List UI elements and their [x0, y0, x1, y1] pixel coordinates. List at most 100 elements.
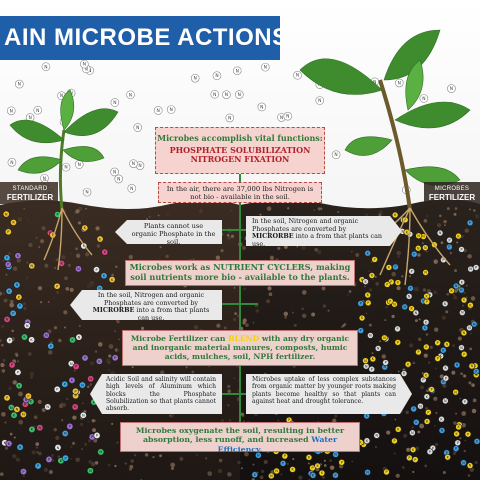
soil-particle — [440, 241, 444, 245]
atom-letter: P — [56, 213, 58, 217]
atom-circle — [423, 393, 431, 400]
left-label-plate — [0, 182, 58, 204]
vital-functions-box: Microbes accomplish vital functions: PHO… — [155, 127, 325, 174]
soil-particle — [87, 421, 89, 423]
atom-letter: N — [280, 115, 283, 121]
atom-letter: P — [27, 394, 29, 398]
soil-conversion-left-box: In the soil, Nitrogen and organic Phosph… — [70, 290, 222, 320]
soil-particle — [269, 255, 275, 260]
atom-circle — [407, 285, 414, 292]
soil-particle — [449, 252, 452, 255]
connector-line — [222, 393, 258, 395]
soil-particle — [67, 263, 71, 267]
atom-letter: N — [43, 176, 46, 182]
atom-letter: K — [426, 420, 429, 424]
atom-letter: P — [409, 286, 411, 290]
atom-letter: K — [84, 226, 87, 230]
atom-letter: K — [98, 360, 101, 364]
atom-letter: K — [366, 439, 369, 443]
soil-particle — [457, 336, 462, 341]
blend-box: Microbe Fertilizer can BLEND with any dr… — [122, 330, 358, 366]
soil-particle — [38, 246, 41, 249]
atom-circle — [6, 106, 16, 116]
soil-particle — [16, 360, 19, 363]
soil-particle — [26, 261, 29, 264]
soil-particle — [255, 309, 260, 313]
atom-circle — [309, 472, 317, 479]
atom-circle — [441, 300, 449, 308]
atom-circle — [385, 264, 393, 271]
soil-particle — [124, 462, 127, 465]
soil-particle — [64, 326, 67, 329]
soil-particle — [8, 252, 12, 255]
soil-particle — [475, 214, 480, 219]
soil-particle — [165, 211, 171, 217]
atom-circle — [101, 248, 109, 256]
atom-letter: K — [366, 414, 369, 418]
right-label-plate — [424, 182, 480, 204]
soil-particle — [386, 430, 391, 435]
atom-circle — [87, 375, 95, 383]
atom-letter: N — [429, 293, 432, 297]
atom-circle — [452, 282, 460, 290]
atom-letter: N — [296, 73, 299, 79]
atom-circle — [412, 418, 420, 426]
atom-circle — [28, 336, 36, 344]
atom-circle — [69, 336, 77, 344]
atom-letter: N — [129, 92, 132, 98]
water-efficiency-keyword: Water Efficiency. — [217, 435, 338, 454]
soil-particle — [237, 460, 241, 465]
atom-letter: P — [457, 441, 459, 445]
vital-functions-title: Microbes accomplish vital functions: — [157, 133, 323, 143]
atom-letter: N — [70, 362, 73, 366]
atom-letter: P — [461, 248, 463, 252]
atom-circle — [44, 403, 52, 411]
atom-circle — [257, 102, 267, 112]
soil-particle — [227, 384, 231, 389]
atom-letter: N — [408, 294, 411, 298]
soil-particle — [240, 467, 243, 470]
soil-particle — [75, 247, 78, 251]
atom-letter: N — [46, 405, 49, 409]
soil-particle — [192, 258, 195, 261]
soil-particle — [259, 213, 262, 216]
atom-letter: N — [26, 324, 29, 328]
soil-particle — [159, 245, 162, 249]
soil-particle — [433, 259, 439, 264]
soil-particle — [314, 248, 319, 252]
atom-circle — [467, 265, 474, 273]
soil-particle — [396, 286, 401, 291]
soil-conversion-left-text: In the soil, Nitrogen and organic Phosph… — [97, 291, 205, 307]
atom-letter: K — [12, 221, 15, 225]
atom-circle — [455, 423, 462, 431]
microbes-label-big: FERTILIZER — [428, 193, 476, 202]
atom-circle — [86, 467, 94, 475]
atom-circle — [459, 309, 466, 316]
atom-letter: N — [460, 346, 463, 350]
soil-particle — [128, 254, 133, 260]
soil-particle — [241, 414, 245, 417]
atom-circle — [466, 324, 473, 332]
soil-particle — [148, 215, 151, 218]
atom-letter: P — [17, 371, 19, 375]
soil-particle — [350, 250, 353, 253]
soil-particle — [75, 209, 80, 214]
soil-particle — [348, 290, 352, 293]
atom-letter: N — [215, 73, 218, 79]
atom-circle — [5, 440, 13, 448]
soil-particle — [146, 218, 149, 221]
soil-particle — [97, 342, 103, 347]
atom-letter: K — [103, 274, 106, 278]
soil-particle — [301, 313, 307, 318]
microbe-keyword: MICRORBE — [92, 306, 135, 315]
atom-circle — [273, 467, 280, 475]
soil-particle — [381, 354, 386, 359]
atom-letter: P — [386, 283, 388, 287]
atom-circle — [41, 62, 51, 72]
soil-particle — [47, 350, 53, 355]
atom-letter: N — [334, 152, 337, 158]
atom-circle — [33, 105, 43, 115]
soil-particle — [468, 208, 471, 211]
soil-particle — [87, 439, 92, 443]
